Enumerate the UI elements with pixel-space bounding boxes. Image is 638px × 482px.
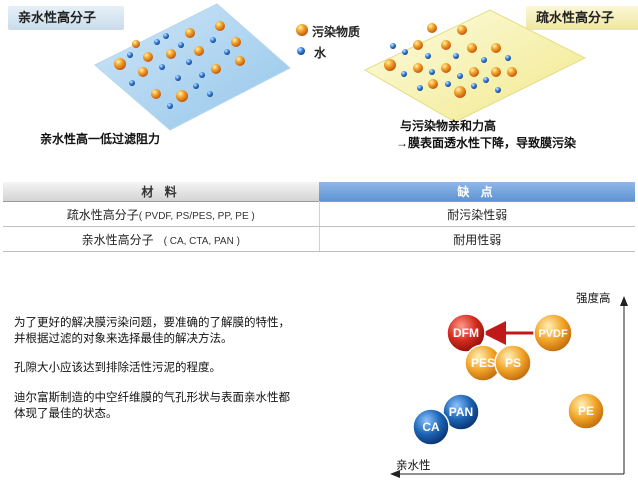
material-bubble-label: CA xyxy=(422,420,440,434)
hydrophilic-particles xyxy=(114,21,245,109)
table-cell-material: 亲水性高分子 ( CA, CTA, PAN ) xyxy=(3,226,320,252)
material-bubble-pes xyxy=(464,344,502,382)
material-bubble-pe xyxy=(567,392,605,430)
legend-pollutant-label: 污染物质 xyxy=(312,25,361,39)
materials-table: 材 料 缺 点 疏水性高分子( PVDF, PS/PES, PP, PE ) 耐… xyxy=(3,182,635,252)
hydrophilic-caption: 亲水性高一低过滤阻力 xyxy=(40,132,161,146)
y-axis-arrowhead xyxy=(620,296,628,306)
hydrophobic-polymer-tag: 疏水性高分子 xyxy=(526,6,638,30)
material-bubble-label: PAN xyxy=(449,405,473,419)
material-bubble-pvdf xyxy=(533,313,573,353)
x-axis-label: 亲水性 xyxy=(396,460,431,472)
paragraph-line: 孔隙大小应该达到排除活性污泥的程度。 xyxy=(14,362,221,374)
y-axis-label: 强度高 xyxy=(576,293,611,305)
material-bubble-ps xyxy=(494,344,532,382)
material-examples: ( PVDF, PS/PES, PP, PE ) xyxy=(138,210,255,222)
table-cell-weakness: 耐用性弱 xyxy=(319,226,635,252)
hydrophobic-particles xyxy=(384,23,517,98)
table-cell-weakness: 耐污染性弱 xyxy=(319,201,635,227)
hydrophilic-polymer-tag: 亲水性高分子 xyxy=(8,6,124,30)
legend-water-icon xyxy=(297,47,305,55)
material-bubble-label: DFM xyxy=(453,326,479,340)
material-bubble-dfm xyxy=(446,313,486,353)
legend-pollutant-icon xyxy=(296,24,308,36)
paragraph-line: 体现了最佳的状态。 xyxy=(14,408,118,420)
paragraph-line: 迪尔富斯制造的中空纤维膜的气孔形状与表面亲水性都 xyxy=(14,392,290,404)
hydrophilic-membrane-sheet xyxy=(94,3,291,131)
legend-water-label: 水 xyxy=(314,46,327,60)
material-bubble-pan xyxy=(442,393,480,431)
material-bubble-label: PE xyxy=(578,404,594,418)
material-bubble-ca xyxy=(412,408,450,446)
table-header-weakness: 缺 点 xyxy=(319,182,635,202)
membrane-illustrations xyxy=(94,3,587,131)
material-name: 亲水性高分子 xyxy=(81,232,154,247)
paragraph-line: 为了更好的解决膜污染问题，要准确的了解膜的特性， xyxy=(14,317,290,329)
material-bubble-label: PES xyxy=(471,356,495,370)
paragraph-line: 并根据过滤的对象来选择最佳的解决方法。 xyxy=(14,333,233,345)
hydrophobic-caption-line2: →膜表面透水性下降，导致膜污染 xyxy=(396,136,577,150)
material-bubble-label: PS xyxy=(505,356,521,370)
table-row: 疏水性高分子( PVDF, PS/PES, PP, PE ) 耐污染性弱 xyxy=(3,201,635,227)
material-name: 疏水性高分子 xyxy=(66,207,139,222)
table-cell-material: 疏水性高分子( PVDF, PS/PES, PP, PE ) xyxy=(3,201,320,227)
material-examples: ( CA, CTA, PAN ) xyxy=(163,235,240,247)
table-row: 亲水性高分子 ( CA, CTA, PAN ) 耐用性弱 xyxy=(3,226,635,252)
material-bubble-label: PVDF xyxy=(538,328,568,340)
hydrophobic-membrane-sheet xyxy=(363,9,587,123)
table-header-material: 材 料 xyxy=(3,182,319,202)
hydrophobic-caption-line1: 与污染物亲和力高 xyxy=(400,119,497,133)
